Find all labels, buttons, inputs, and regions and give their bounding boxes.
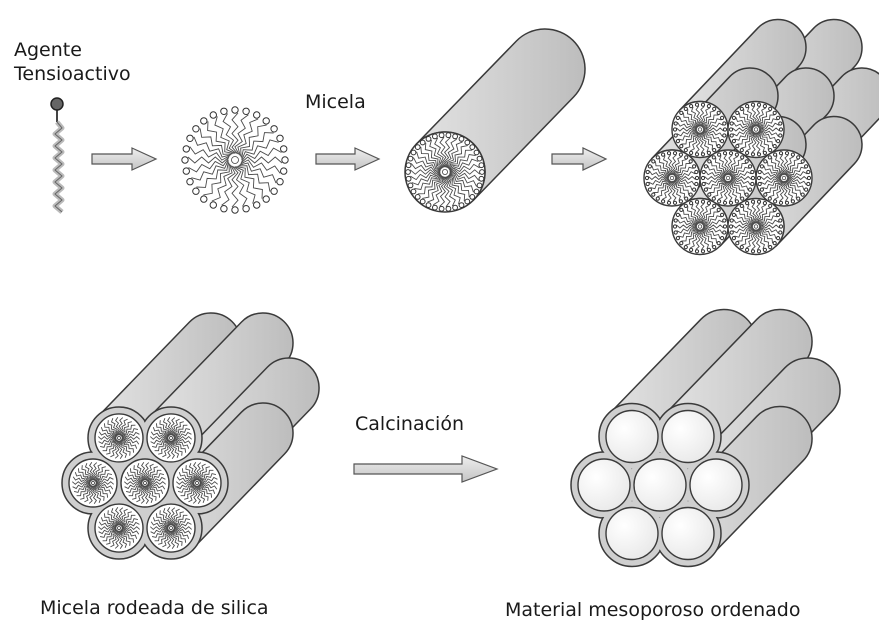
hexagonal-micelle-array <box>644 20 879 255</box>
spherical-micelle <box>182 107 288 213</box>
arrow-calcination <box>354 456 497 482</box>
arrow-2 <box>316 148 379 170</box>
surfactant-molecule <box>51 98 63 212</box>
cylindrical-micelle <box>405 29 585 212</box>
pore <box>606 411 658 463</box>
arrow-3 <box>552 148 606 170</box>
micelle-cross-section <box>182 107 288 213</box>
pore <box>606 507 658 559</box>
pore <box>578 459 630 511</box>
silica-coated-micelle-bundle <box>62 313 319 559</box>
ordered-mesoporous-bundle <box>571 309 840 566</box>
pore <box>662 411 714 463</box>
pore <box>690 459 742 511</box>
pore <box>662 507 714 559</box>
arrow-1 <box>92 148 156 170</box>
pore <box>634 459 686 511</box>
